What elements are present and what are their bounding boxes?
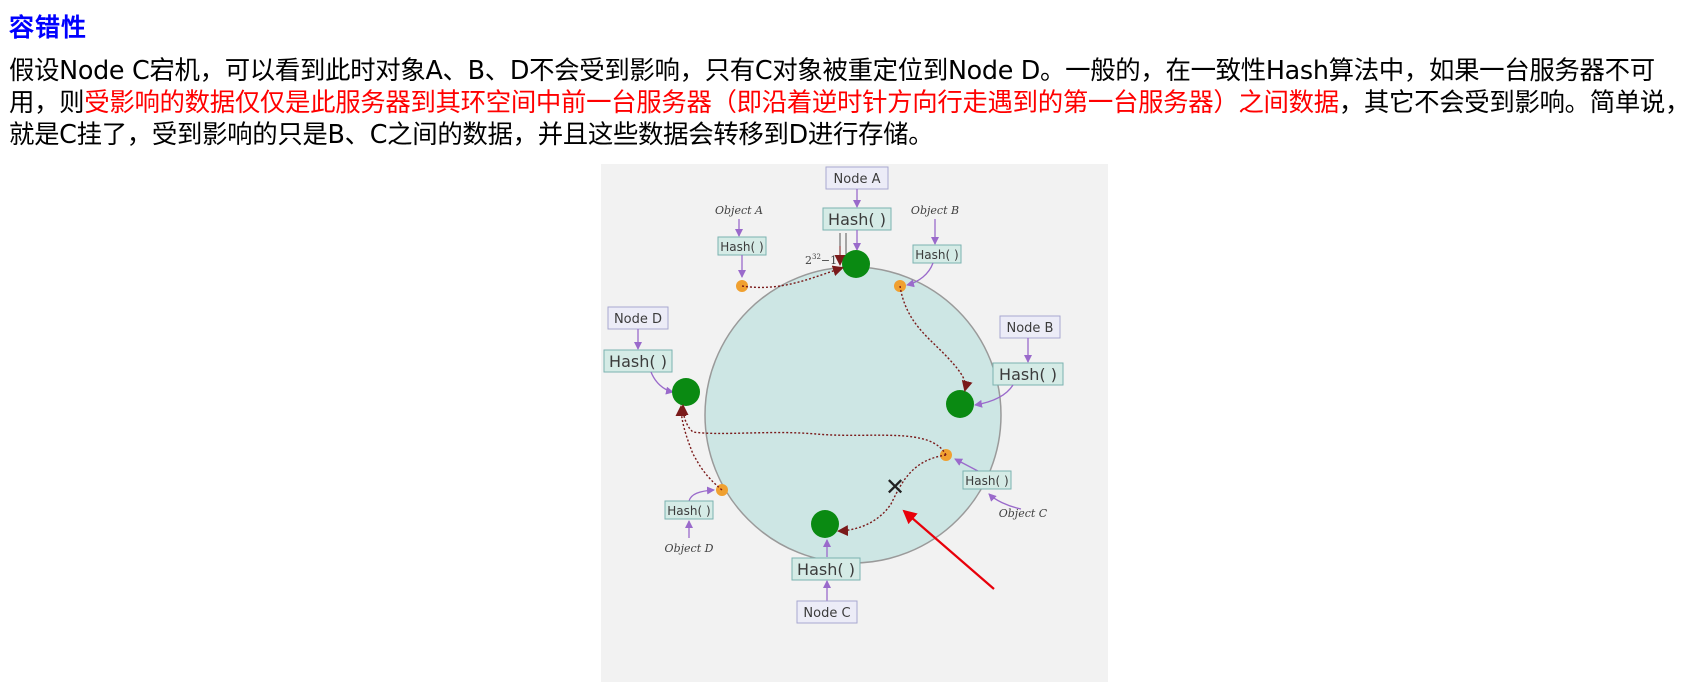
paragraph-text-start: 假设Node C宕机，可以看到此时对象A、B、D不会受到影响，只有C对象被重定位… — [9, 55, 1655, 117]
node-a-hash-label: Hash( ) — [828, 210, 886, 229]
node-b-hash-box — [992, 362, 1064, 386]
object-b-hash-label: Hash( ) — [915, 248, 958, 262]
description-paragraph: 假设Node C宕机，可以看到此时对象A、B、D不会受到影响，只有C对象被重定位… — [9, 54, 1699, 150]
node-c-hash-label: Hash( ) — [797, 560, 855, 579]
node-b-box — [999, 315, 1061, 339]
ring-end-suffix: −1 — [821, 254, 837, 267]
server-node-a — [842, 250, 870, 278]
node-d-hash-label: Hash( ) — [609, 352, 667, 371]
pointer-arrow — [902, 509, 995, 590]
object-a-hash-label: Hash( ) — [720, 240, 763, 254]
node-c-box — [796, 600, 858, 624]
path-object-c-to-node-d — [677, 404, 947, 456]
server-node-c — [811, 510, 839, 538]
object-c-hash-label: Hash( ) — [965, 474, 1008, 488]
object-d-hash-label: Hash( ) — [667, 504, 710, 518]
failed-node-marker: ✕ — [885, 473, 905, 501]
object-b-label: Object B — [911, 204, 959, 217]
path-object-b-to-node-b — [899, 285, 973, 392]
path-object-c-to-failed-node-c — [837, 454, 947, 537]
node-b-hash-label: Hash( ) — [999, 365, 1057, 384]
object-b-hash-box — [912, 244, 962, 264]
ring-end-base: 2 — [805, 254, 812, 267]
object-d-label: Object D — [665, 542, 714, 555]
object-c-label: Object C — [999, 507, 1048, 520]
object-a-label: Object A — [715, 204, 763, 217]
object-d-hash-box — [664, 500, 714, 520]
paragraph-highlight: 受影响的数据仅仅是此服务器到其环空间中前一台服务器（即沿着逆时针方向行走遇到的第… — [84, 87, 1339, 117]
svg-text:232−1: 232−1 — [805, 253, 837, 267]
ring-end-exponent: 32 — [812, 253, 821, 261]
object-c-hash-box — [962, 470, 1012, 490]
consistent-hash-ring-figure: 232−1 0 Node A Hash( ) Object A Hash( ) … — [601, 164, 1108, 682]
node-d-label: Node D — [614, 312, 662, 327]
node-b-label: Node B — [1007, 321, 1054, 336]
path-object-a-to-node-a — [741, 265, 844, 289]
node-d-hash-box — [603, 349, 673, 373]
paragraph-text-end: ，其它不会受到影响。简单说，就是C挂了，受到影响的只是B、C之间的数据，并且这些… — [9, 87, 1691, 149]
node-a-label: Node A — [834, 172, 881, 187]
node-c-label: Node C — [803, 606, 850, 621]
hash-ring-diagram: 232−1 0 Node A Hash( ) Object A Hash( ) … — [603, 166, 1064, 624]
server-node-d — [672, 378, 700, 406]
section-heading: 容错性 — [9, 13, 88, 42]
server-node-b — [946, 390, 974, 418]
